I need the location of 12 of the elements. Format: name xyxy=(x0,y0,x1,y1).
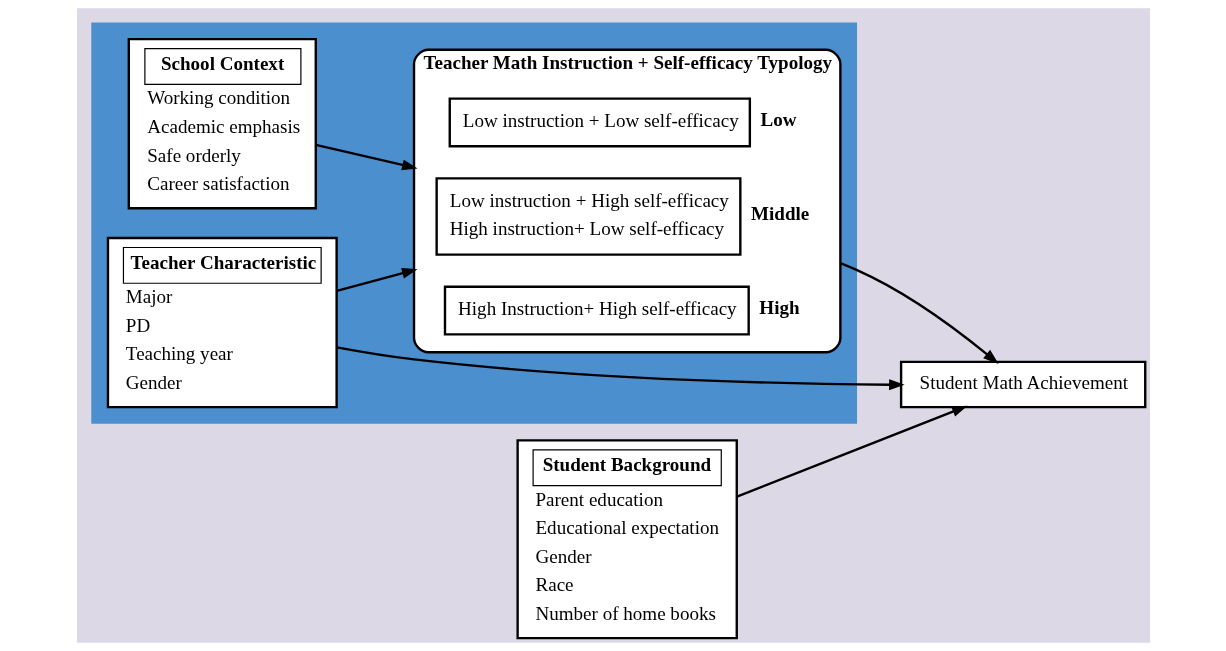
node-label: High xyxy=(758,296,800,318)
cluster xyxy=(90,22,857,424)
arrow xyxy=(736,405,968,498)
node-label: Low xyxy=(760,108,797,130)
arrow xyxy=(315,143,418,171)
arrow xyxy=(335,267,417,293)
node-box: Teacher Characteristic Major PD Teaching year Gender xyxy=(106,236,338,409)
node-label: Middle xyxy=(750,202,809,224)
node-box: School Context Working condition Academic emphasis Safe orderly Career satisfaction xyxy=(127,37,317,210)
arrow xyxy=(336,346,905,391)
node-box: Student Background Parent education Educational expectation Gender Race Number of home books xyxy=(515,439,738,640)
node-box: Student Math Achievement xyxy=(899,360,1146,409)
